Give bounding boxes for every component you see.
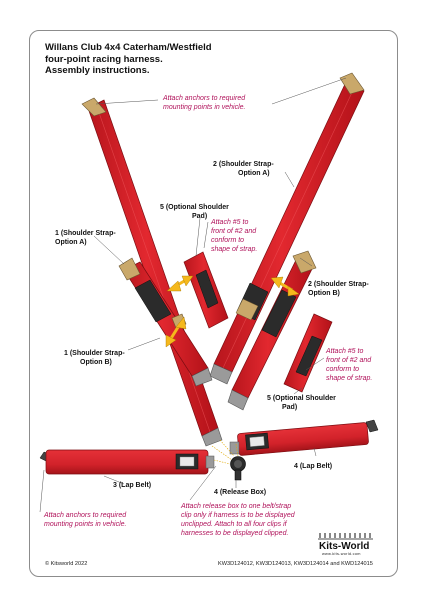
note-anchors-bottom: Attach anchors to required mounting poin… [43,512,128,528]
label-shoulder-pad-top: 5 (Optional Shoulder Pad) [160,204,231,220]
label-release-box: 4 (Release Box) [214,489,266,496]
strap-2b-anchor [292,250,317,274]
strap-2a-adjuster [235,282,269,321]
label-shoulder-2a: 2 (Shoulder Strap- Option A) [213,161,276,177]
lap-belt-3 [39,449,215,475]
leader-lines [39,77,347,513]
strap-2a-clip [209,363,233,385]
strap-1b-webbing-box [134,279,172,323]
placement-arrow-right [270,276,300,297]
strap-1a-clip [201,427,223,447]
lap-3-clip [205,455,215,469]
strap-1b-clip [191,367,213,387]
title-line-2: four-point racing harness. [45,53,163,65]
note-release-box: Attach release box to one belt/strap cli… [180,503,297,537]
shoulder-pad-5-right [283,313,333,393]
lap-4-clip [229,441,240,455]
label-shoulder-1a: 1 (Shoulder Strap- Option A) [55,230,118,246]
brand-name: Kits-World [319,541,369,552]
note-anchors-top: Attach anchors to required mounting poin… [162,95,247,111]
copyright: © Kitsworld 2022 [45,560,87,567]
note-pad-top: Attach #5 to front of #2 and conform to … [210,219,258,253]
strap-2b-clip [227,389,249,411]
placement-arrow-top [166,275,194,292]
label-shoulder-pad-bottom: 5 (Optional Shoulder Pad) [267,395,338,411]
label-lap-belt-3: 3 (Lap Belt) [113,482,151,489]
label-shoulder-2b: 2 (Shoulder Strap- Option B) [308,281,371,297]
note-pad-right: Attach #5 to front of #2 and conform to … [325,348,373,382]
release-box-dashed-guides [211,439,239,465]
kits-world-logo: Kits-World www.kits-world.com [318,533,373,556]
lap-belt-4 [229,419,379,456]
placement-arrow-left [165,316,187,348]
release-box [211,439,246,481]
anchor-top-left [81,97,107,117]
lap-4-anchor [365,419,379,433]
strap-1b-anchor [118,257,141,281]
title-line-3: Assembly instructions. [45,65,150,76]
title-line-1: Willans Club 4x4 Caterham/Westfield [45,42,212,53]
part-numbers: KW3D124012, KW3D124013, KW3D124014 and K… [218,561,373,567]
shoulder-strap-1b [118,257,213,387]
page-title: Willans Club 4x4 Caterham/Westfield four… [45,42,212,77]
label-shoulder-1b: 1 (Shoulder Strap- Option B) [64,350,127,366]
brand-url: www.kits-world.com [322,552,361,556]
shoulder-pad-5-top [183,251,229,329]
label-lap-belt-4: 4 (Lap Belt) [294,463,332,470]
